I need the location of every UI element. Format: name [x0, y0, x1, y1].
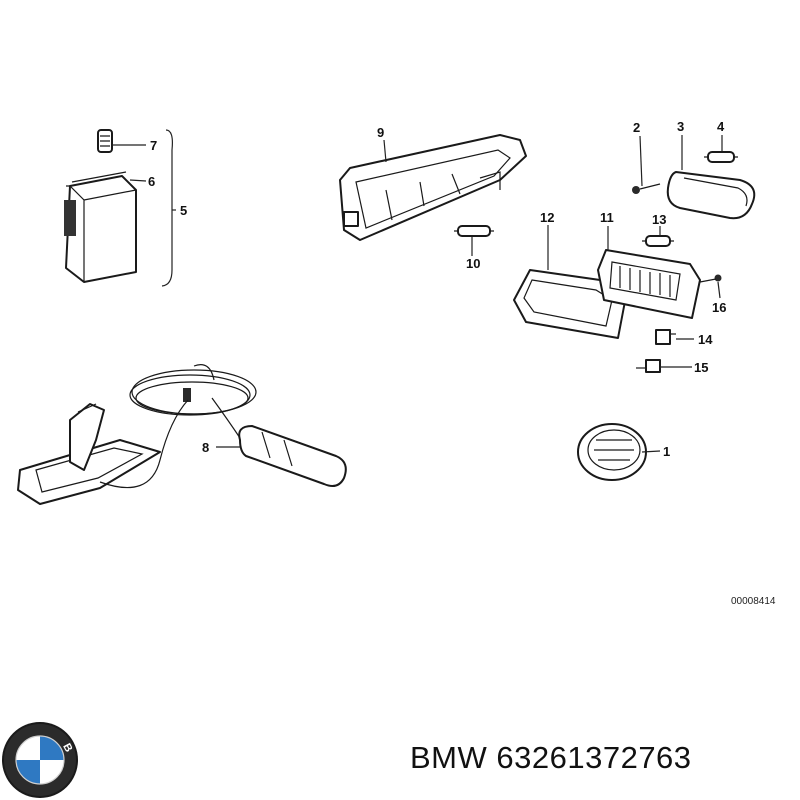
part-2-screw — [632, 183, 661, 194]
callout-16: 16 — [712, 300, 726, 315]
svg-text:BMW: BMW — [0, 0, 75, 754]
callout-1: 1 — [663, 444, 670, 459]
bmw-logo: BMW — [0, 0, 78, 798]
part-1-reflector — [577, 423, 647, 481]
part-4-bulb — [704, 151, 738, 163]
caption-part-number: 63261372763 — [496, 740, 692, 775]
product-caption: BMW 63261372763 — [410, 740, 692, 776]
reference-number: 00008414 — [731, 596, 776, 607]
part-9-lamp-housing — [339, 134, 527, 241]
caption-brand: BMW — [410, 740, 488, 775]
callout-13: 13 — [652, 212, 666, 227]
part-16-screw — [699, 274, 722, 283]
part-14-clip — [655, 329, 676, 345]
part-13-bulb — [642, 235, 674, 247]
part-5-lamp-module — [64, 129, 137, 283]
part-12-gasket — [513, 269, 627, 339]
part-11-lamp-body — [597, 249, 701, 319]
part-10-bulb — [454, 225, 494, 237]
callout-9: 9 — [377, 125, 384, 140]
callout-4: 4 — [717, 119, 725, 134]
callout-10: 10 — [466, 256, 480, 271]
callout-12: 12 — [540, 210, 554, 225]
callout-6: 6 — [148, 174, 155, 189]
callout-2: 2 — [633, 120, 640, 135]
callout-14: 14 — [698, 332, 713, 347]
callout-7: 7 — [150, 138, 157, 153]
part-15-socket — [636, 359, 661, 373]
callout-11: 11 — [600, 210, 614, 225]
callout-15: 15 — [694, 360, 708, 375]
part-8-inspection-lamp — [17, 364, 347, 505]
callout-3: 3 — [677, 119, 684, 134]
callout-5: 5 — [180, 203, 187, 218]
callout-8: 8 — [202, 440, 209, 455]
part-3-lens-cover — [666, 171, 756, 220]
